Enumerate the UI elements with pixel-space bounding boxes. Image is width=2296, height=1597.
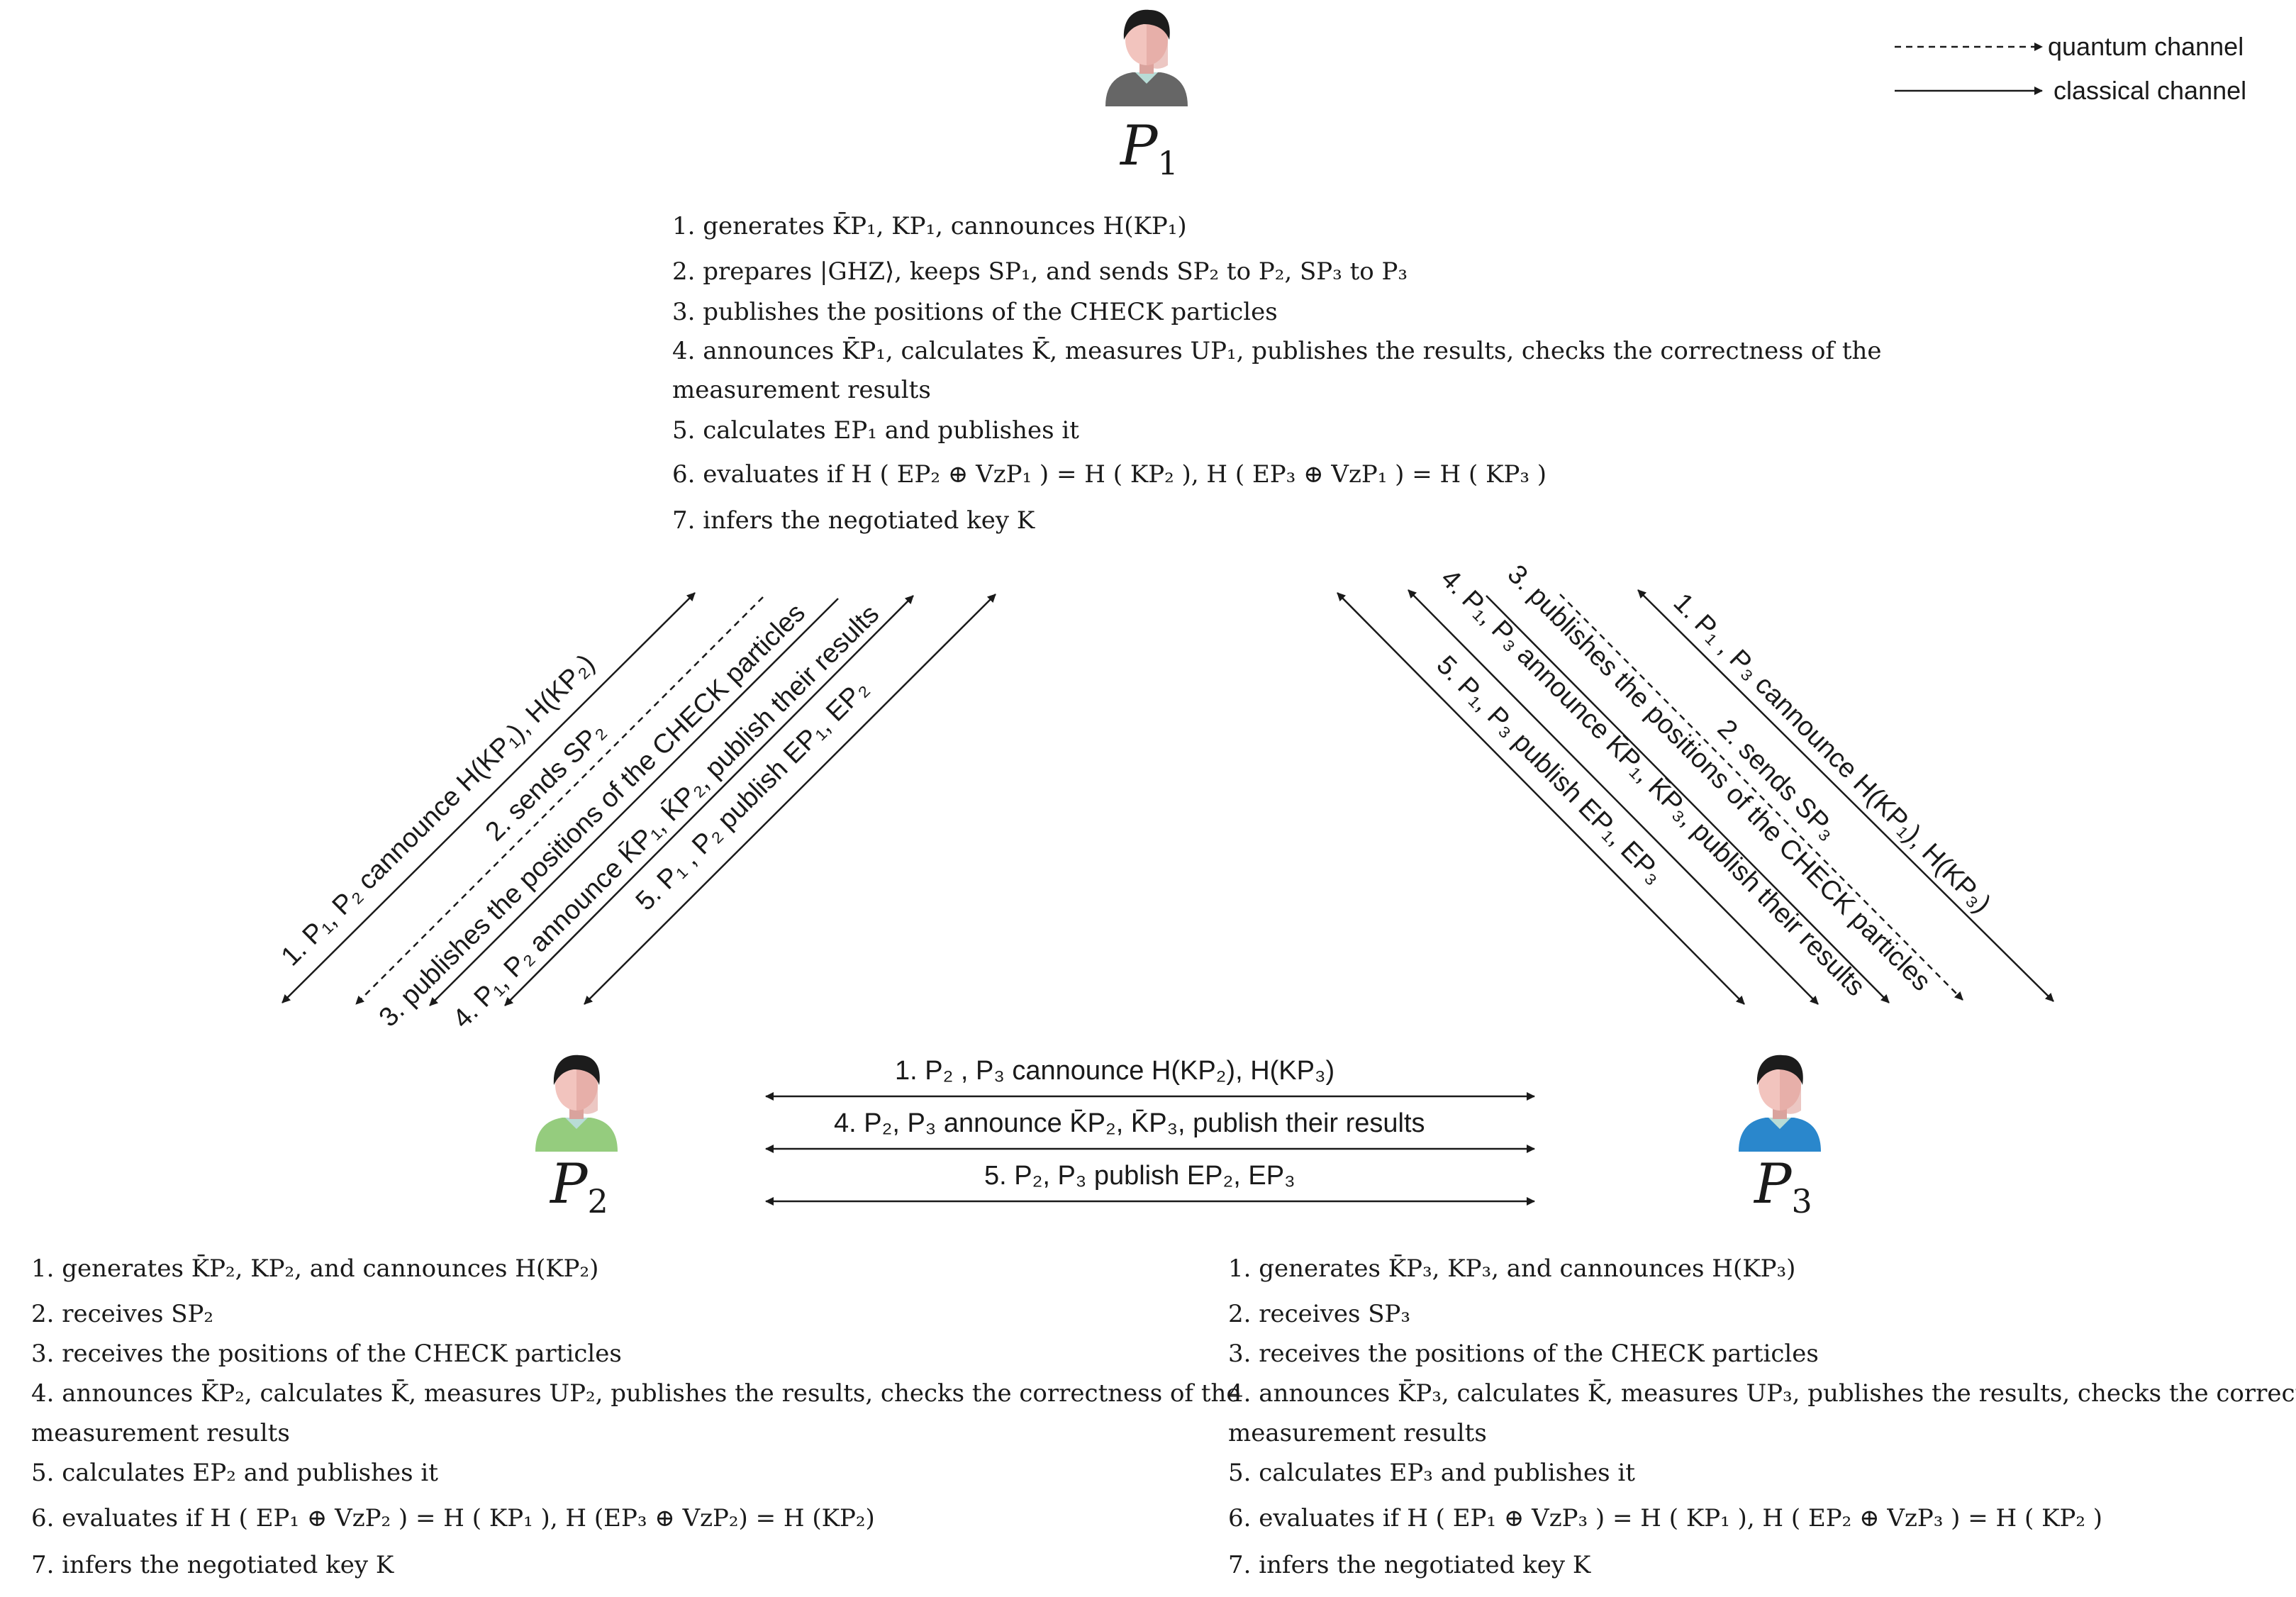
p1-step-1: 1. generates K̄P₁, KP₁, cannounces H(KP₁…: [672, 211, 1187, 240]
channel-p1-p3: 1. P₁ , P₃ cannounce H(KP₁), H(KP₃) 2. s…: [1337, 560, 2054, 1005]
p2-step-6: 6. evaluates if H ( EP₁ ⊕ VzP₂ ) = H ( K…: [31, 1504, 875, 1532]
legend: quantum channel classical channel: [1895, 32, 2246, 105]
arrow-p1p3-2: [1559, 594, 1963, 1001]
arrow-p1p2-4: [504, 595, 914, 1006]
p2-step-5: 5. calculates EP₂ and publishes it: [31, 1459, 438, 1487]
p2-step-3: 3. receives the positions of the CHECK p…: [31, 1340, 622, 1368]
party-p1: P1: [1105, 9, 1188, 182]
arrow-p1p3-1: [1637, 589, 2054, 1002]
arrow-p1p2-5: [584, 594, 996, 1005]
p1-step-4: 4. announces K̄P₁, calculates K̄, measur…: [672, 336, 1882, 365]
user-icon-p3: [1739, 1055, 1821, 1152]
msg-p2p3-1: 1. P₂ , P₃ cannounce H(KP₂), H(KP₃): [895, 1056, 1334, 1086]
p1-step-7: 7. infers the negotiated key K: [672, 506, 1035, 535]
user-shirt-p2: [535, 1118, 618, 1152]
p1-step-5: 5. calculates EP₁ and publishes it: [672, 416, 1079, 445]
p3-step-4: 4. announces K̄P₃, calculates K̄, measur…: [1228, 1379, 2296, 1408]
p2-step-2: 2. receives SP₂: [31, 1300, 213, 1328]
user-shirt-p1: [1105, 72, 1188, 106]
p3-step-6: 6. evaluates if H ( EP₁ ⊕ VzP₃ ) = H ( K…: [1228, 1504, 2102, 1532]
p2-step-list: 1. generates K̄P₂, KP₂, and cannounces H…: [31, 1254, 1241, 1579]
msg-p2p3-4: 4. P₂, P₃ announce K̄P₂, K̄P₃, publish t…: [834, 1108, 1425, 1138]
p3-step-list: 1. generates K̄P₃, KP₃, and cannounces H…: [1228, 1254, 2296, 1579]
channel-p2-p3: 1. P₂ , P₃ cannounce H(KP₂), H(KP₃) 4. P…: [765, 1056, 1535, 1206]
party-p2: P2: [535, 1055, 618, 1220]
arrow-p1p2-1: [282, 592, 696, 1003]
p3-step-3: 3. receives the positions of the CHECK p…: [1228, 1340, 1819, 1368]
p3-step-2: 2. receives SP₃: [1228, 1300, 1410, 1328]
p3-step-4-cont: measurement results: [1228, 1419, 1487, 1447]
party-label-p1: P1: [1119, 114, 1178, 182]
legend-classical-label: classical channel: [2053, 76, 2246, 105]
legend-quantum-label: quantum channel: [2048, 32, 2244, 61]
p1-step-3: 3. publishes the positions of the CHECK …: [672, 298, 1278, 326]
user-icon-p2: [535, 1055, 618, 1152]
p1-step-6: 6. evaluates if H ( EP₂ ⊕ VzP₁ ) = H ( K…: [672, 460, 1547, 489]
party-p3: P3: [1739, 1055, 1821, 1220]
p3-step-1: 1. generates K̄P₃, KP₃, and cannounces H…: [1228, 1254, 1795, 1283]
user-icon-p1: [1105, 9, 1188, 106]
p1-step-4-cont: measurement results: [672, 376, 931, 404]
p1-step-2: 2. prepares |GHZ⟩, keeps SP₁, and sends …: [672, 257, 1408, 286]
party-label-p3: P3: [1753, 1152, 1812, 1220]
arrow-p1p2-3: [429, 598, 839, 1006]
p1-step-list: 1. generates K̄P₁, KP₁, cannounces H(KP₁…: [672, 211, 1882, 535]
p3-step-5: 5. calculates EP₃ and publishes it: [1228, 1459, 1635, 1487]
msg-p1p3-4: 4. P₁, P₃ announce K̄P₁, K̄P₃, publish t…: [1435, 564, 1871, 1002]
msg-p2p3-5: 5. P₂, P₃ publish EP₂, EP₃: [984, 1161, 1295, 1191]
arrow-p1p3-5: [1337, 592, 1745, 1005]
p2-step-4: 4. announces K̄P₂, calculates K̄, measur…: [31, 1379, 1241, 1408]
channel-p1-p2: 1. P₁, P₂ cannounce H(KP₁), H(KP₂) 2. se…: [276, 592, 996, 1034]
user-shirt-p3: [1739, 1118, 1821, 1152]
p3-step-7: 7. infers the negotiated key K: [1228, 1551, 1591, 1579]
party-label-p2: P2: [549, 1152, 608, 1220]
p2-step-4-cont: measurement results: [31, 1419, 290, 1447]
p2-step-7: 7. infers the negotiated key K: [31, 1551, 394, 1579]
p2-step-1: 1. generates K̄P₂, KP₂, and cannounces H…: [31, 1254, 598, 1283]
